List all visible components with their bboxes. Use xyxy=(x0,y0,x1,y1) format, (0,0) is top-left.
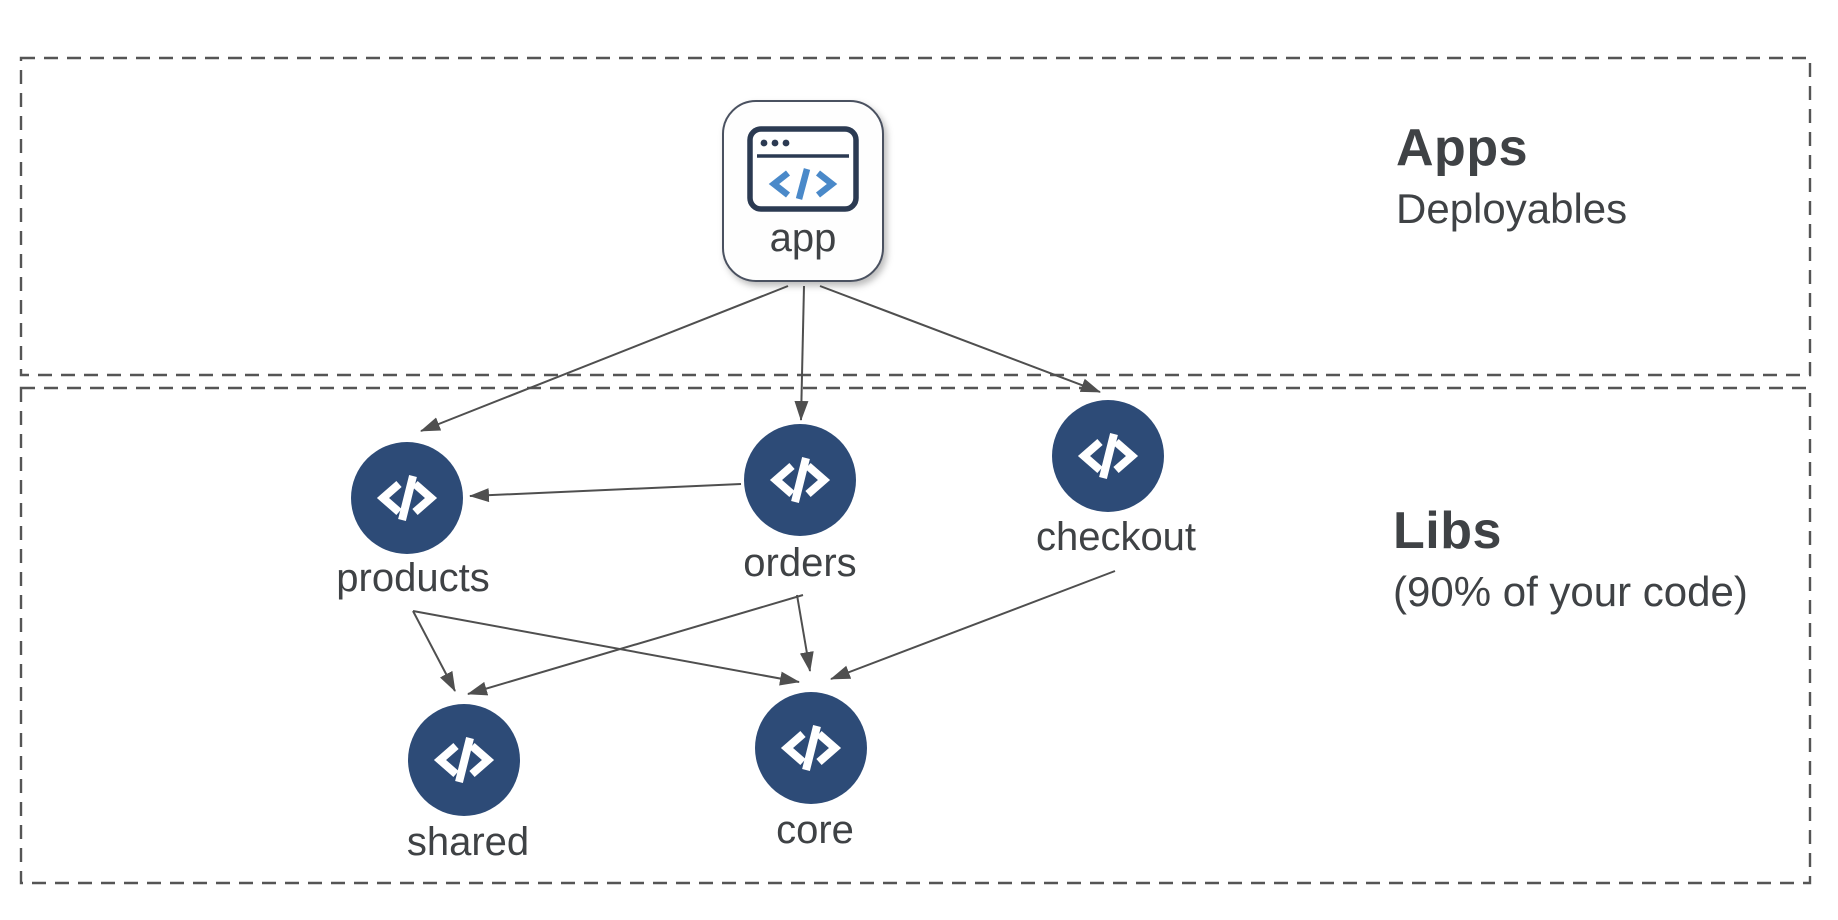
node-checkout xyxy=(1052,400,1164,512)
node-core xyxy=(755,692,867,804)
node-shared-label: shared xyxy=(406,820,530,864)
edge-app-to-checkout xyxy=(819,285,1101,393)
edge-orders-to-core xyxy=(796,594,814,672)
node-products-label: products xyxy=(336,556,490,600)
libs-section-label: Libs (90% of your code) xyxy=(1393,505,1748,613)
code-icon xyxy=(376,475,438,521)
browser-code-icon xyxy=(747,126,859,212)
apps-section-title: Apps xyxy=(1396,119,1528,177)
node-shared xyxy=(408,704,520,816)
edge-checkout-to-core xyxy=(830,570,1116,680)
edge-app-to-products xyxy=(420,285,789,432)
node-app-label: app xyxy=(769,216,837,260)
edge-products-to-shared xyxy=(412,610,456,692)
libs-section-subtitle: (90% of your code) xyxy=(1393,568,1748,615)
node-app: app xyxy=(722,100,884,282)
node-core-label: core xyxy=(776,808,854,852)
libs-section-title: Libs xyxy=(1393,502,1502,560)
code-icon xyxy=(769,457,831,503)
edge-orders-to-products xyxy=(469,483,742,503)
code-icon xyxy=(780,725,842,771)
libs-zone-border xyxy=(19,386,1812,885)
node-orders xyxy=(744,424,856,536)
apps-section-subtitle: Deployables xyxy=(1396,185,1628,232)
node-orders-label: orders xyxy=(743,541,857,585)
edge-orders-to-shared xyxy=(467,594,804,696)
code-icon xyxy=(433,737,495,783)
node-products xyxy=(351,442,463,554)
node-checkout-label: checkout xyxy=(1035,515,1197,559)
edge-products-to-core xyxy=(412,610,800,686)
code-icon xyxy=(1077,433,1139,479)
apps-section-label: Apps Deployables xyxy=(1396,122,1627,230)
edge-app-to-orders xyxy=(794,285,809,421)
